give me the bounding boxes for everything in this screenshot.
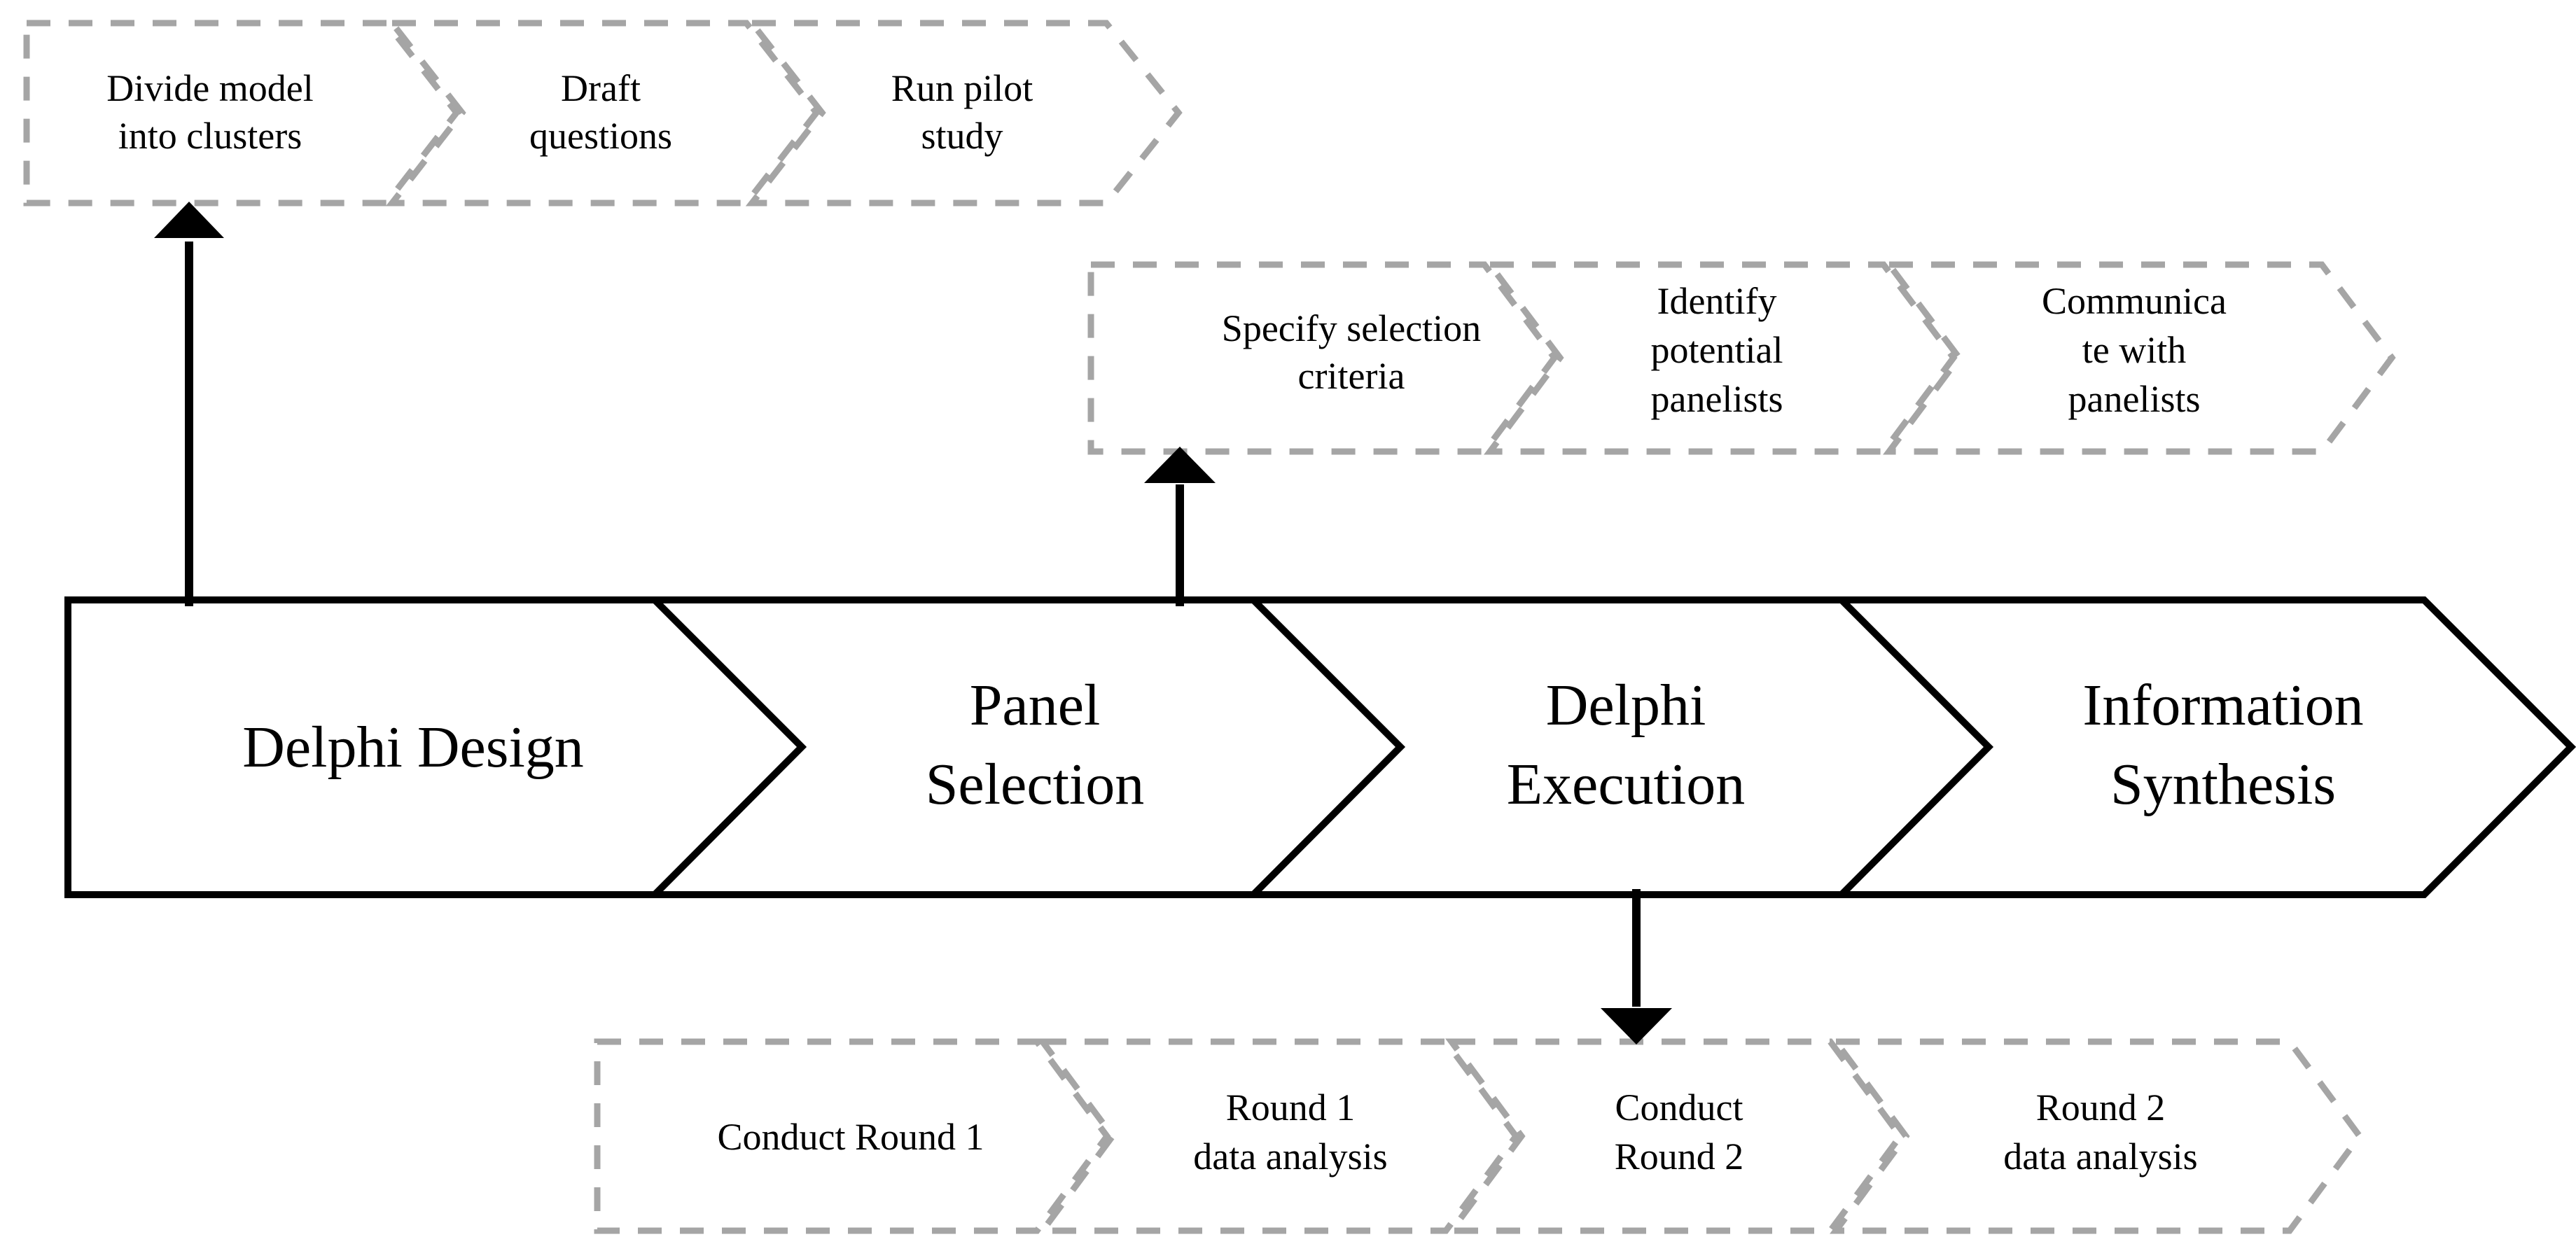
substep-label-conduct-round-2-line1: Conduct bbox=[1615, 1086, 1743, 1128]
panel-selection-substeps-group: Specify selection criteria Identify pote… bbox=[1087, 261, 2396, 455]
main-stage-label-information-synthesis-line2: Synthesis bbox=[2110, 752, 2336, 817]
main-stage-label-information-synthesis-line1: Information bbox=[2082, 673, 2363, 738]
connector-design-up-arrowhead bbox=[154, 202, 224, 238]
substep-label-divide-model-line2: into clusters bbox=[118, 115, 302, 157]
divider-execution-synthesis bbox=[1839, 597, 1994, 897]
connector-panel-up-arrowhead bbox=[1144, 447, 1216, 483]
substep-conduct-round-2[interactable] bbox=[1445, 1038, 1905, 1234]
main-stage-label-delphi-execution-line1: Delphi bbox=[1546, 673, 1706, 738]
substep-label-divide-model-line1: Divide model bbox=[106, 67, 313, 109]
substep-label-run-pilot-study-line1: Run pilot bbox=[891, 67, 1033, 109]
substep-specify-selection-criteria[interactable] bbox=[1087, 261, 1559, 455]
main-bar-outline bbox=[64, 596, 2576, 898]
substep-round-1-data-analysis[interactable] bbox=[1036, 1038, 1520, 1234]
main-stage-label-delphi-design: Delphi Design bbox=[242, 715, 584, 780]
connector-execution-down-arrowhead bbox=[1601, 1008, 1672, 1044]
substep-label-communicate-panelists-line1: Communica bbox=[2042, 280, 2227, 322]
substep-label-round-2-analysis-line1: Round 2 bbox=[2036, 1086, 2166, 1128]
main-stage-label-delphi-execution-line2: Execution bbox=[1507, 752, 1746, 817]
substep-label-round-1-analysis-line1: Round 1 bbox=[1226, 1086, 1356, 1128]
substep-label-draft-questions-line1: Draft bbox=[561, 67, 641, 109]
divider-panel-execution bbox=[1251, 597, 1406, 897]
substep-label-conduct-round-1: Conduct Round 1 bbox=[717, 1116, 984, 1158]
delphi-process-bar: Delphi Design Panel Selection Delphi Exe… bbox=[64, 596, 2576, 898]
substep-run-pilot-study[interactable] bbox=[745, 20, 1183, 207]
substep-label-conduct-round-2-line2: Round 2 bbox=[1615, 1135, 1744, 1177]
substep-label-round-1-analysis-line2: data analysis bbox=[1193, 1135, 1387, 1177]
substep-label-round-2-analysis-line2: data analysis bbox=[2003, 1135, 2197, 1177]
substep-identify-potential-panelists[interactable] bbox=[1483, 261, 1958, 455]
main-stage-label-panel-selection-line2: Selection bbox=[926, 752, 1145, 817]
substep-label-draft-questions-line2: questions bbox=[529, 115, 672, 157]
delphi-execution-substeps-group: Conduct Round 1 Round 1 data analysis Co… bbox=[594, 1038, 2364, 1234]
substep-conduct-round-1[interactable] bbox=[594, 1038, 1111, 1234]
substep-label-specify-criteria-line1: Specify selection bbox=[1222, 307, 1481, 349]
main-stage-label-panel-selection-line1: Panel bbox=[970, 673, 1101, 738]
connector-execution-down bbox=[1601, 889, 1672, 1044]
delphi-design-substeps-group: Divide model into clusters Draft questio… bbox=[23, 20, 1183, 207]
substep-draft-questions[interactable] bbox=[385, 20, 821, 207]
substep-label-identify-panelists-line1: Identify bbox=[1657, 280, 1777, 322]
substep-communicate-with-panelists[interactable] bbox=[1882, 261, 2396, 455]
substep-label-communicate-panelists-line3: panelists bbox=[2068, 378, 2201, 420]
connector-panel-up bbox=[1144, 447, 1216, 606]
substep-label-identify-panelists-line3: panelists bbox=[1651, 378, 1783, 420]
substep-round-2-data-analysis[interactable] bbox=[1830, 1038, 2364, 1234]
substep-label-specify-criteria-line2: criteria bbox=[1298, 355, 1405, 397]
divider-design-panel bbox=[652, 597, 807, 897]
connector-design-up bbox=[154, 202, 224, 606]
substep-label-run-pilot-study-line2: study bbox=[921, 115, 1003, 157]
substep-label-identify-panelists-line2: potential bbox=[1651, 329, 1783, 371]
substep-divide-model-into-clusters[interactable] bbox=[23, 20, 461, 207]
substep-label-communicate-panelists-line2: te with bbox=[2082, 329, 2186, 371]
